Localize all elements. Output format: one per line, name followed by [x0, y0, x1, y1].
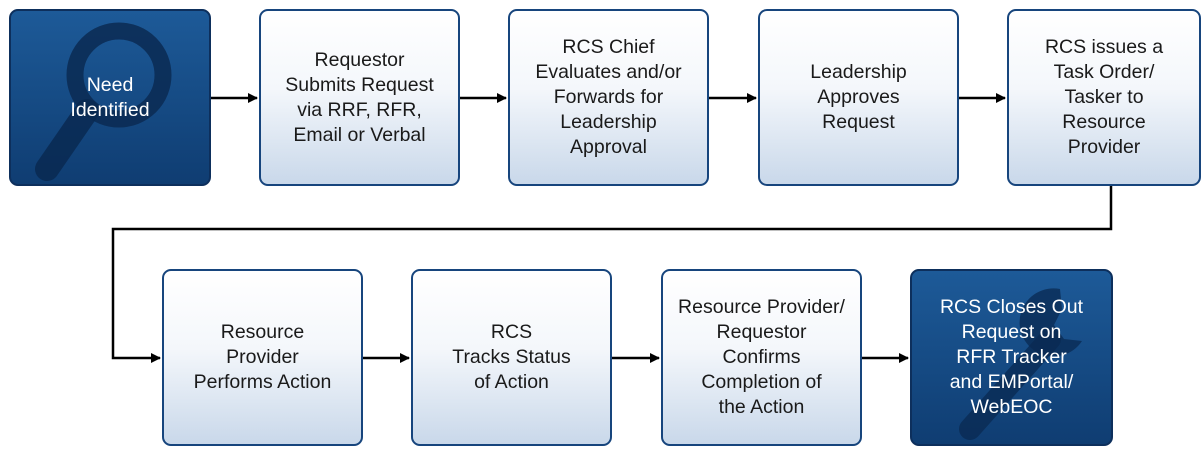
- step-label: Requestor Submits Request via RRF, RFR, …: [285, 48, 434, 146]
- step-resource-provider-performs: Resource Provider Performs Action: [162, 269, 363, 446]
- step-confirms-completion: Resource Provider/ Requestor Confirms Co…: [661, 269, 862, 446]
- step-label: RCS Closes Out Request on RFR Tracker an…: [939, 296, 1084, 418]
- step-label: Need Identified: [70, 73, 150, 121]
- step-label: RCS Tracks Status of Action: [452, 321, 571, 393]
- step-rcs-issues-task-order: RCS issues a Task Order/ Tasker to Resou…: [1007, 9, 1201, 186]
- step-label: Resource Provider Performs Action: [193, 321, 332, 393]
- step-label: RCS Chief Evaluates and/or Forwards for …: [535, 36, 682, 158]
- step-rcs-chief-evaluates: RCS Chief Evaluates and/or Forwards for …: [508, 9, 709, 186]
- step-label: RCS issues a Task Order/ Tasker to Resou…: [1044, 36, 1164, 158]
- step-rcs-tracks-status: RCS Tracks Status of Action: [411, 269, 612, 446]
- step-label: Resource Provider/ Requestor Confirms Co…: [678, 296, 845, 418]
- arrow-5-6: [111, 185, 1113, 363]
- step-leadership-approves: Leadership Approves Request: [758, 9, 959, 186]
- magnifier-icon: [35, 22, 172, 181]
- step-need-identified: Need Identified: [9, 9, 211, 186]
- step-label: Leadership Approves Request: [810, 61, 907, 133]
- step-requestor-submits: Requestor Submits Request via RRF, RFR, …: [259, 9, 460, 186]
- step-rcs-closes-out: RCS Closes Out Request on RFR Tracker an…: [910, 269, 1113, 446]
- wrench-icon: [959, 288, 1082, 440]
